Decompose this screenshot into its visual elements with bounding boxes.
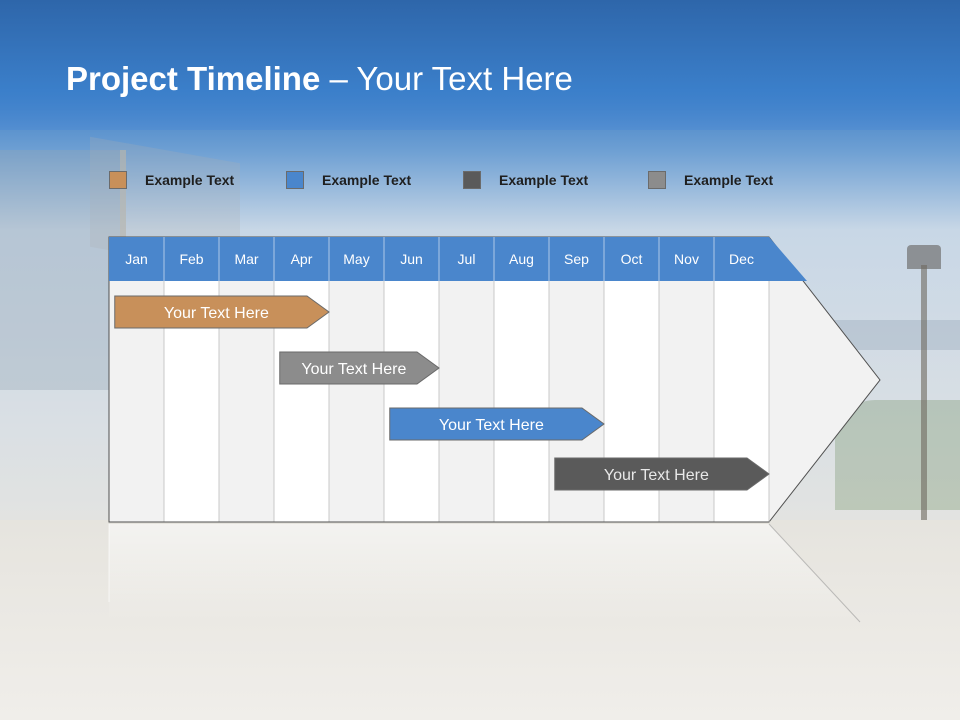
legend-label: Example Text xyxy=(145,172,235,188)
month-column xyxy=(494,281,549,522)
month-column xyxy=(329,281,384,522)
month-label: Oct xyxy=(621,251,643,267)
background-lamp-pole xyxy=(921,265,927,520)
month-label: May xyxy=(343,251,369,267)
task-bar xyxy=(554,457,770,491)
background-hill xyxy=(835,400,960,510)
month-label: Jan xyxy=(125,251,148,267)
month-label: Feb xyxy=(179,251,203,267)
legend-swatch xyxy=(648,171,666,189)
month-label: Apr xyxy=(291,251,313,267)
task-bar-label: Your Text Here xyxy=(439,417,544,434)
month-label: Mar xyxy=(234,251,258,267)
task-bar xyxy=(114,295,330,329)
month-label: Dec xyxy=(729,251,754,267)
month-label: Jul xyxy=(458,251,476,267)
legend-swatch xyxy=(109,171,127,189)
task-bar-label: Your Text Here xyxy=(301,361,406,378)
slide-title: Project Timeline – Your Text Here xyxy=(66,60,573,98)
reflection-shape xyxy=(109,524,860,622)
title-bold: Project Timeline xyxy=(66,60,321,97)
legend-label: Example Text xyxy=(322,172,412,188)
header-band xyxy=(0,0,960,130)
month-column xyxy=(384,281,439,522)
month-label: Nov xyxy=(674,251,699,267)
month-column xyxy=(439,281,494,522)
header-tip xyxy=(769,237,807,281)
task-bar-label: Your Text Here xyxy=(164,305,269,322)
task-bar xyxy=(389,407,605,441)
title-rest: – Your Text Here xyxy=(320,60,573,97)
task-bar xyxy=(279,351,440,385)
legend-label: Example Text xyxy=(684,172,774,188)
task-bar-label: Your Text Here xyxy=(604,467,709,484)
month-label: Sep xyxy=(564,251,589,267)
legend-label: Example Text xyxy=(499,172,589,188)
timeline-reflection xyxy=(108,523,861,623)
reflection-edge xyxy=(768,523,861,623)
legend-swatch xyxy=(286,171,304,189)
month-label: Aug xyxy=(509,251,534,267)
month-header: Jan Feb Mar Apr May Jun Jul Aug Sep Oct Nov Dec xyxy=(109,237,807,281)
legend-swatch xyxy=(463,171,481,189)
month-label: Jun xyxy=(400,251,423,267)
